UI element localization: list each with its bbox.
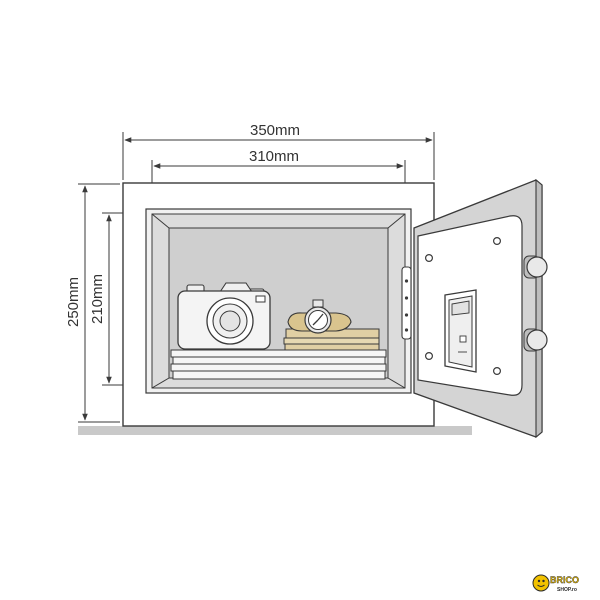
outer-height-label: 250mm bbox=[65, 277, 82, 327]
outer-width-label: 350mm bbox=[250, 122, 300, 139]
safe-body bbox=[122, 182, 435, 427]
svg-text:SHOP.ro: SHOP.ro bbox=[557, 587, 577, 593]
svg-text:BRICO: BRICO bbox=[550, 575, 579, 585]
outer-height-dimension: 250mm bbox=[65, 183, 120, 423]
floor-base bbox=[78, 426, 472, 435]
door-knob-icon bbox=[523, 255, 548, 352]
outer-width-dimension: 350mm bbox=[122, 122, 435, 180]
hinge-icon bbox=[401, 266, 412, 340]
inner-height-label: 210mm bbox=[89, 274, 106, 324]
bricoshop-logo: BRICO SHOP.ro bbox=[532, 574, 579, 593]
paper-stack bbox=[170, 349, 387, 380]
watch-icon bbox=[287, 299, 352, 334]
keypad-icon bbox=[444, 289, 477, 373]
book-stack bbox=[283, 328, 380, 351]
inner-width-label: 310mm bbox=[249, 148, 299, 165]
camera-icon bbox=[177, 282, 271, 350]
